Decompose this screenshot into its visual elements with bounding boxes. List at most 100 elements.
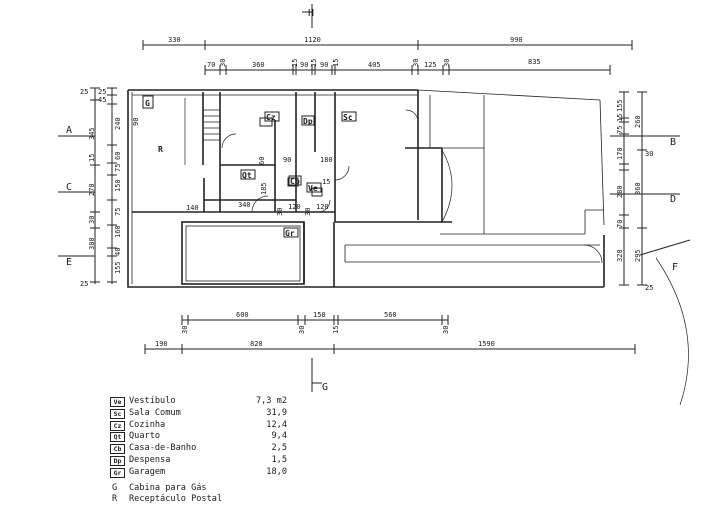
room-box-dp: [301, 115, 315, 126]
dim-right: 30: [645, 150, 653, 158]
section-label-f: F: [672, 262, 678, 273]
dim-bottom-detail: 600: [236, 311, 249, 319]
dim-left: 240: [114, 117, 122, 130]
legend-code: Qt: [110, 432, 125, 443]
room-label-casa-de-banho: Cb: [290, 177, 300, 186]
dim-bottom-detail: 560: [384, 311, 397, 319]
symbol-postal-receptacle: R: [158, 145, 163, 154]
legend: Ve Vestíbulo 7,3 m2 Sc Sala Comum 31,9 C…: [110, 396, 370, 506]
legend-code: Gr: [110, 467, 125, 478]
dim-top-total: 330: [168, 36, 181, 44]
legend-code: Cz: [110, 420, 125, 431]
room-box-cz: [264, 111, 280, 122]
dim-interior: 60: [258, 157, 266, 165]
legend-room-name: Garagem: [129, 466, 166, 477]
legend-room-name: Vestíbulo: [129, 396, 176, 406]
section-label-g: G: [322, 382, 328, 393]
dim-interior: 140: [186, 204, 199, 212]
section-label-d: D: [670, 194, 676, 205]
legend-room-area: 1,5: [271, 454, 287, 465]
dim-interior: 180: [320, 156, 333, 164]
dim-right: 295: [634, 249, 642, 262]
symbol-gas-cabinet: G: [145, 99, 150, 108]
dim-top-detail: 360: [252, 61, 265, 69]
dim-left: 270: [88, 183, 96, 196]
dim-top-detail: 15: [310, 59, 318, 67]
section-label-a: A: [66, 125, 72, 136]
dim-right: 70: [616, 220, 624, 228]
dim-interior: 30: [304, 208, 312, 216]
room-label-despensa: Dp: [303, 117, 313, 126]
legend-row: Dp Despensa 1,5: [110, 455, 370, 467]
legend-symbol-row: G Cabina para Gás: [110, 483, 370, 495]
dim-top-total: 990: [510, 36, 523, 44]
dim-left: 155: [114, 261, 122, 274]
stairs: [184, 98, 220, 165]
dim-bottom-detail: 30: [298, 326, 306, 334]
legend-symbol-code: G: [112, 482, 118, 493]
legend-room-name: Despensa: [129, 454, 171, 465]
dim-top-detail: 125: [424, 61, 437, 69]
legend-room-area: 9,4: [271, 431, 287, 442]
dim-bottom-detail: 30: [442, 326, 450, 334]
legend-symbol-name: Receptáculo Postal: [129, 494, 223, 505]
legend-symbol-code: R: [112, 494, 118, 505]
gas-cabinet: [142, 95, 154, 109]
dim-right: 75: [616, 126, 624, 134]
legend-room-area: 12,4: [266, 419, 287, 430]
dim-interior: 120: [288, 203, 301, 211]
dim-top-detail: 70: [207, 61, 215, 69]
dim-top-detail: 90: [320, 61, 328, 69]
dim-top-detail: 30: [443, 59, 451, 67]
dim-bottom-total: 820: [250, 340, 263, 348]
dim-interior: 120: [316, 203, 329, 211]
dim-left: 25: [98, 88, 106, 96]
dim-right: 25: [645, 284, 653, 292]
legend-room-name: Sala Comum: [129, 407, 181, 418]
fixture-kitchen: [259, 117, 273, 127]
dim-top-detail: 835: [528, 58, 541, 66]
dim-left: 25: [80, 280, 88, 288]
legend-row: Ve Vestíbulo 7,3 m2: [110, 396, 370, 408]
room-label-sala-comum: Sc: [343, 113, 353, 122]
dim-bottom-detail: 30: [181, 326, 189, 334]
dim-left: 345: [88, 127, 96, 140]
legend-row: Sc Sala Comum 31,9: [110, 408, 370, 420]
dim-bottom-total: 1590: [478, 340, 495, 348]
room-box-gr: [283, 227, 299, 238]
dim-top-detail: 30: [219, 59, 227, 67]
room-box-sc: [341, 111, 357, 122]
legend-row: Cz Cozinha 12,4: [110, 420, 370, 432]
dim-right: 155: [616, 99, 624, 112]
top-dim-ticks: [204, 65, 611, 75]
legend-row: Qt Quarto 9,4: [110, 431, 370, 443]
room-label-cozinha: Cz: [266, 113, 276, 122]
dim-right: 170: [616, 147, 624, 160]
dim-interior: 15: [322, 178, 330, 186]
section-label-b: B: [670, 137, 676, 148]
legend-code: Sc: [110, 408, 125, 419]
section-label-e: E: [66, 257, 72, 268]
section-label-c: C: [66, 182, 72, 193]
dim-top-detail: 15: [291, 59, 299, 67]
building-walls: [127, 89, 605, 288]
dim-right: 15: [616, 114, 624, 122]
dim-top-detail: 15: [332, 59, 340, 67]
dim-left: 75: [114, 164, 122, 172]
room-label-vestibulo: Ve: [308, 184, 318, 193]
fixture-bath: [287, 177, 299, 187]
dim-left: 40: [114, 248, 122, 256]
section-line-f: [639, 239, 691, 256]
dim-top-total: 1120: [304, 36, 321, 44]
dim-left: 60: [114, 152, 122, 160]
room-label-garagem: Gr: [285, 229, 295, 238]
dim-top-detail: 405: [368, 61, 381, 69]
room-box-ve: [306, 182, 322, 193]
legend-room-area: 31,9: [266, 407, 287, 418]
dim-left: 160: [114, 225, 122, 238]
dim-interior: 90: [283, 156, 291, 164]
legend-room-area: 18,0: [266, 466, 287, 477]
legend-room-name: Casa-de-Banho: [129, 443, 197, 454]
dim-top-detail: 30: [412, 59, 420, 67]
